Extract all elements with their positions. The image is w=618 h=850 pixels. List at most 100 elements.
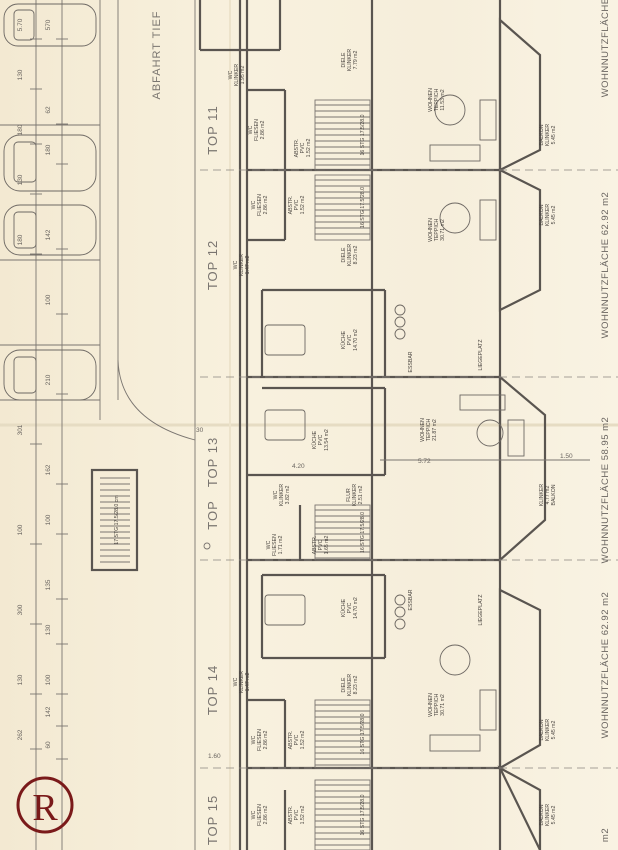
unit-label-top-12: TOP 12: [205, 240, 220, 290]
room-label-line: FLIESEN: [257, 729, 263, 751]
dimension-label: 142: [45, 706, 52, 717]
room-label-line: LIEGEPLATZ: [478, 339, 484, 370]
dimension-label: 5.70: [17, 18, 24, 31]
room-label-line: BALKON: [539, 804, 545, 825]
room-label-line: 13.54 m2: [324, 429, 330, 451]
room-label-line: ESSBAR: [408, 589, 414, 610]
room-label-line: 2.86 m2: [263, 806, 269, 825]
room-label-line: WC: [273, 490, 279, 499]
room-label-line: 30.71 m2: [440, 219, 446, 241]
room-label-line: PVC: [347, 602, 353, 613]
dimension-label: 570: [45, 19, 52, 30]
dimension-label: 142: [45, 229, 52, 240]
unit-label-top-15: TOP 15: [205, 795, 220, 845]
unit-label-top: TOP: [205, 500, 220, 530]
room-label-line: 7.79 m2: [353, 51, 359, 70]
logo-letter: R: [32, 787, 58, 829]
room-label-line: 3.82 m2: [285, 486, 291, 505]
dimension-label: 5.72: [418, 458, 431, 465]
room-label-line: PVC: [318, 539, 324, 550]
room-label-line: FLIESEN: [257, 804, 263, 826]
dimension-label: 1.50: [560, 453, 573, 460]
dimension-label: 301: [17, 424, 24, 435]
interior-stairs: 16 STG 17.5/28.016 STG 17.5/28.016 STG 1…: [314, 99, 371, 850]
staircase: [314, 504, 371, 561]
room-label-line: PVC: [300, 142, 306, 153]
living-area-top-14: WOHNNUTZFLÄCHE 62.92 m2: [600, 592, 611, 739]
room-label-line: 1.52 m2: [300, 806, 306, 825]
dimension-label: 100: [17, 524, 24, 535]
room-label-line: FLIESEN: [254, 119, 260, 141]
living-area-top-11: WOHNNUTZFLÄCHE 74: [600, 0, 611, 97]
room-label-line: DIELE: [341, 247, 347, 263]
dimension-label: 300: [17, 604, 24, 615]
room-label-line: 1.52 m2: [300, 196, 306, 215]
room-label-line: WC: [251, 735, 257, 744]
dimension-label: 62: [45, 106, 52, 114]
room-label-line: FLIESEN: [272, 534, 278, 556]
room-label-line: 11.53 m2: [440, 89, 446, 110]
room-label-line: WOHNEN: [428, 693, 434, 717]
room-label-line: 1.47 m2: [245, 673, 251, 692]
room-label: LIEGEPLATZ: [478, 594, 484, 625]
room-label-line: WOHNEN: [428, 88, 434, 112]
dimension-label: 130: [17, 674, 24, 685]
living-area-top-12: WOHNNUTZFLÄCHE 62.92 m2: [600, 192, 611, 339]
room-label-line: KLINKER: [545, 719, 551, 741]
room-label-line: PVC: [294, 734, 300, 745]
room-label-line: TEPPICH: [434, 694, 440, 717]
room-label-line: 8.23 m2: [353, 676, 359, 695]
logo: R: [16, 776, 74, 834]
room-label-line: FLUR: [346, 488, 352, 502]
room-label-line: FLIESEN: [257, 194, 263, 216]
living-area-top-13: WOHNNUTZFLÄCHE 58.95 m2: [600, 417, 611, 564]
room-label-line: PVC: [347, 334, 353, 345]
axis-marker-icon: [203, 542, 211, 550]
room-label-line: WOHNEN: [428, 218, 434, 242]
room-label-line: TEPPICH: [426, 419, 432, 442]
room-label-line: ABSTR.: [288, 806, 294, 825]
dimension-label: 130: [17, 174, 24, 185]
dimension-label: 180: [17, 234, 24, 245]
room-label-line: WC: [233, 260, 239, 269]
room-label-line: BALKON: [551, 484, 557, 505]
dimension-label: 100: [45, 294, 52, 305]
staircase: [314, 174, 371, 241]
room-label-line: 2.86 m2: [263, 731, 269, 750]
room-label-line: 1.52 m2: [300, 731, 306, 750]
stair-label: 17 STG 17.5/28.0 cm: [114, 495, 120, 544]
dimension-label: 100: [45, 514, 52, 525]
room-label-line: DIELE: [341, 52, 347, 68]
room-label-line: LIEGEPLATZ: [478, 594, 484, 625]
unit-label-top-11: TOP 11: [205, 105, 220, 154]
room-label-line: KLINKER: [539, 484, 545, 506]
room-label-line: ABSTR.: [312, 536, 318, 555]
room-label-line: 5.45 m2: [551, 206, 557, 225]
room-label-line: KLINKER: [352, 484, 358, 506]
room-label: ESSBAR: [408, 351, 414, 372]
car-icon: [3, 349, 97, 401]
room-label-line: KLINKER: [279, 484, 285, 506]
room-label-line: DIELE: [341, 677, 347, 693]
room-label-line: 30.71 m2: [440, 694, 446, 716]
room-label-line: 14.70 m2: [353, 597, 359, 619]
room-label-line: BALKON: [539, 204, 545, 225]
car-icon: [3, 204, 97, 256]
room-label-line: KLINKER: [239, 254, 245, 276]
room-label-line: TEPPICH: [434, 89, 440, 112]
room-label-line: KLINKER: [347, 674, 353, 696]
room-label-line: 2.86 m2: [260, 121, 266, 140]
